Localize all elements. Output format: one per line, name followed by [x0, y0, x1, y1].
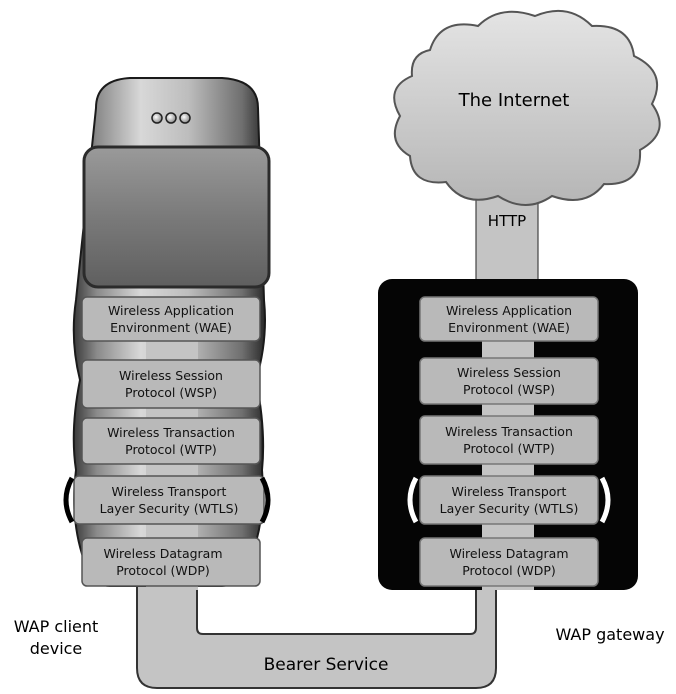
gateway-layer: Wireless Transaction Protocol (WTP) — [419, 415, 599, 465]
gateway-stack-connector — [482, 464, 534, 478]
gateway-layer-wae-line1: Wireless Application — [446, 303, 572, 318]
client-stack-connector — [146, 524, 198, 538]
client-stack-connector — [146, 462, 198, 478]
gateway-layer-wsp-line2: Protocol (WSP) — [463, 382, 555, 397]
client-layer-wtls-line2: Layer Security (WTLS) — [100, 501, 239, 516]
client-layer: Wireless Datagram Protocol (WDP) — [81, 537, 261, 587]
client-layer-wae-line2: Environment (WAE) — [110, 320, 232, 335]
gateway-stack-connector — [482, 584, 534, 590]
client-wtls-left-bracket — [63, 476, 75, 524]
gateway-layer: Wireless Application Environment (WAE) — [419, 296, 599, 342]
gateway-layer-wsp-line1: Wireless Session — [457, 365, 561, 380]
client-layer: Wireless Application Environment (WAE) — [81, 296, 261, 342]
client-layer-wsp-line1: Wireless Session — [119, 368, 223, 383]
internet-label: The Internet — [458, 90, 570, 111]
client-layer: Wireless Transaction Protocol (WTP) — [81, 417, 261, 465]
gateway-layer: Wireless Session Protocol (WSP) — [419, 357, 599, 405]
client-device-label-line2: device — [30, 639, 83, 658]
gateway-layer: Wireless Transport Layer Security (WTLS) — [419, 475, 599, 525]
client-wtls-right-bracket — [259, 476, 271, 524]
client-stack-connector — [146, 584, 198, 590]
gateway-layer-wtp-line2: Protocol (WTP) — [463, 441, 555, 456]
gateway-label: WAP gateway — [555, 625, 664, 644]
gateway-layer-wtls-line2: Layer Security (WTLS) — [440, 501, 579, 516]
gateway-stack-connector — [482, 338, 534, 360]
http-label: HTTP — [488, 212, 526, 230]
client-layer-wtls-line1: Wireless Transport — [112, 484, 227, 499]
bearer-service-label: Bearer Service — [264, 655, 389, 675]
gateway-layer-wae-line2: Environment (WAE) — [448, 320, 570, 335]
client-layer-wtp-line1: Wireless Transaction — [107, 425, 235, 440]
internet-cloud — [393, 9, 661, 206]
gateway-layer-wdp-line2: Protocol (WDP) — [462, 563, 556, 578]
gateway-layer-wtp-line1: Wireless Transaction — [445, 424, 573, 439]
client-layer: Wireless Transport Layer Security (WTLS) — [73, 475, 265, 525]
gateway-wtls-right-bracket — [599, 476, 611, 524]
gateway-stack-connector — [482, 524, 534, 538]
client-layer: Wireless Session Protocol (WSP) — [81, 359, 261, 409]
gateway-wtls-left-bracket — [407, 476, 419, 524]
client-stack-connector — [146, 338, 198, 362]
client-layer-wdp-line2: Protocol (WDP) — [116, 563, 210, 578]
client-layer-wae-line1: Wireless Application — [108, 303, 234, 318]
gateway-layer: Wireless Datagram Protocol (WDP) — [419, 537, 599, 587]
client-layer-wtp-line2: Protocol (WTP) — [125, 442, 217, 457]
gateway-layer-wdp-line1: Wireless Datagram — [449, 546, 568, 561]
client-layer-wsp-line2: Protocol (WSP) — [125, 385, 217, 400]
gateway-layer-wtls-line1: Wireless Transport — [452, 484, 567, 499]
client-device-label-line1: WAP client — [14, 617, 99, 636]
client-layer-wdp-line1: Wireless Datagram — [103, 546, 222, 561]
gateway-stack-connector — [482, 404, 534, 418]
